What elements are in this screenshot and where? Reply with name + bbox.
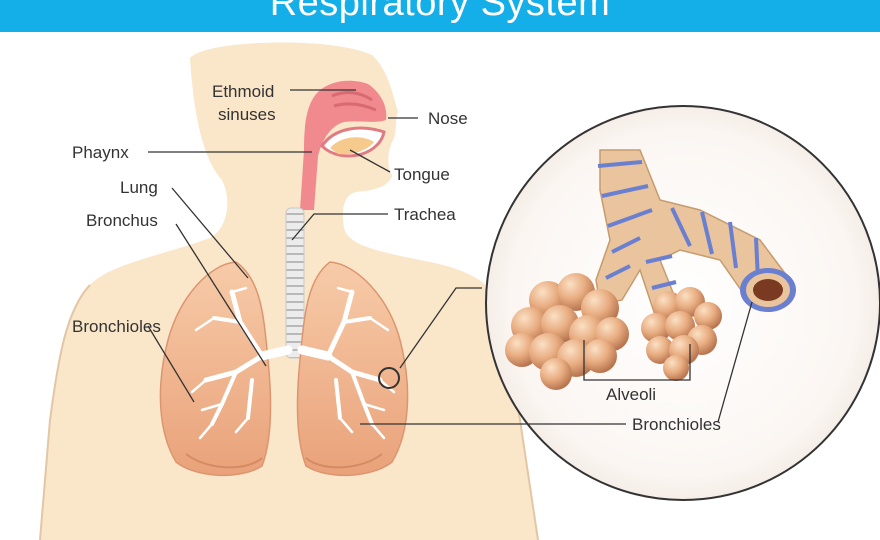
label-bronchioles-left: Bronchioles — [72, 317, 161, 336]
leader-bronchioles-left — [147, 325, 195, 403]
bronchiole-lumen — [753, 279, 783, 301]
cartilage-rings — [597, 160, 760, 290]
leader-tongue — [349, 149, 391, 173]
right-lung — [296, 261, 409, 476]
left-bronchial-tree — [190, 286, 293, 440]
labels: Ethmoid sinuses Nose Phaynx Tongue Lung … — [72, 82, 721, 434]
leader-alveoli — [583, 340, 691, 381]
leader-lines — [147, 89, 753, 425]
title-banner: Respiratory System — [0, 0, 880, 32]
label-ethmoid-line1: Ethmoid — [212, 82, 274, 101]
magnified-inset — [485, 105, 880, 501]
label-tongue: Tongue — [394, 165, 450, 184]
leader-bronchus — [175, 223, 267, 367]
label-bronchus: Bronchus — [86, 211, 158, 230]
leader-magnify — [399, 287, 482, 369]
alveoli-cluster-right — [641, 287, 722, 381]
magnify-source-circle — [378, 367, 400, 389]
alveoli-cluster-left — [505, 273, 629, 390]
label-phaynx: Phaynx — [72, 143, 129, 162]
leader-lung — [171, 187, 249, 279]
label-ethmoid-line2: sinuses — [218, 105, 276, 124]
label-lung: Lung — [120, 178, 158, 197]
left-lung — [159, 261, 272, 476]
upper-airway — [300, 80, 387, 210]
right-bronchial-tree — [297, 286, 396, 440]
label-trachea: Trachea — [394, 205, 456, 224]
leader-bronchiole-opening — [717, 301, 753, 423]
diagram-title: Respiratory System — [269, 0, 611, 24]
trachea — [285, 207, 305, 359]
label-nose: Nose — [428, 109, 468, 128]
leader-trachea — [291, 213, 388, 241]
label-alveoli: Alveoli — [606, 385, 656, 404]
label-bronchioles-right: Bronchioles — [632, 415, 721, 434]
